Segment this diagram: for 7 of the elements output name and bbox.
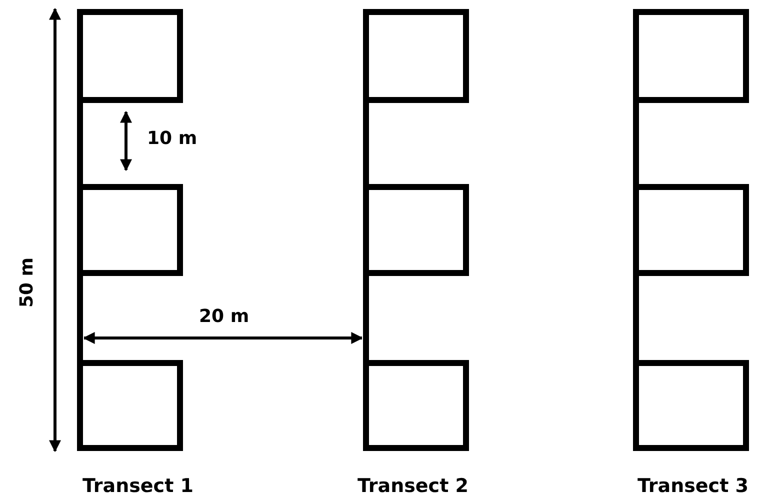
transect-label: Transect 1: [82, 475, 194, 497]
dimension-label: 10 m: [147, 128, 198, 149]
dimension-label: 50 m: [16, 257, 38, 308]
transect-label: Transect 3: [636, 475, 750, 497]
edge-label: 20 m: [199, 306, 250, 327]
arrow: [84, 332, 362, 344]
transect-label: Transect 2: [356, 475, 470, 497]
